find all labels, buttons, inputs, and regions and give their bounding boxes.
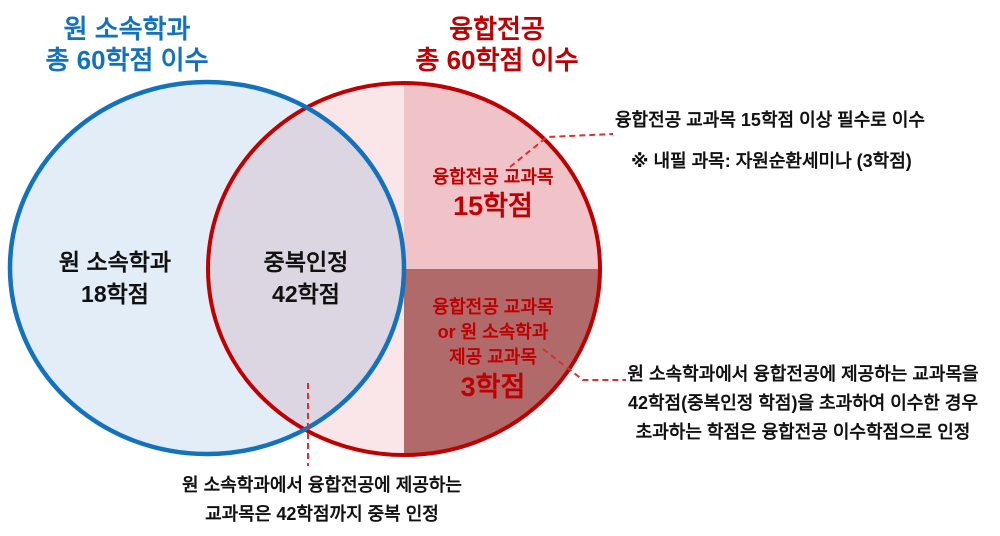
bottom-right-region-name-2: or 원 소속학과: [437, 322, 549, 342]
right-circle-outline: [206, 81, 602, 457]
bottom-right-region-label: 융합전공 교과목 or 원 소속학과 제공 교과목 3학점: [393, 295, 593, 404]
top-right-region-label: 융합전공 교과목 15학점: [393, 165, 593, 223]
annotation-bottom-center-line1: 원 소속학과에서 융합전공에 제공하는: [182, 475, 462, 495]
left-region-name: 원 소속학과: [58, 249, 172, 275]
callout-line-top-right: [509, 133, 614, 168]
bottom-right-region-name-3: 제공 교과목: [449, 347, 537, 367]
bottom-right-region-name-1: 융합전공 교과목: [432, 297, 554, 317]
callout-line-bottom-right: [542, 348, 626, 381]
annotation-bottom-right: 원 소속학과에서 융합전공에 제공하는 교과목을 42학점(중복인정 학점)을 …: [613, 360, 993, 447]
right-circle-title-line1: 융합전공: [449, 14, 545, 44]
overlap-region-name: 중복인정: [263, 249, 349, 275]
overlap-region-label: 중복인정 42학점: [206, 246, 406, 310]
annotation-bottom-right-line3: 초과하는 학점은 융합전공 이수학점으로 인정: [635, 422, 971, 442]
top-right-region-credits: 15학점: [453, 191, 533, 221]
bottom-right-region-credits: 3학점: [460, 372, 526, 402]
top-right-region-name: 융합전공 교과목: [432, 167, 554, 187]
right-circle-title: 융합전공 총 60학점 이수: [377, 14, 617, 76]
annotation-bottom-right-line1: 원 소속학과에서 융합전공에 제공하는 교과목을: [627, 364, 979, 384]
left-circle-title: 원 소속학과 총 60학점 이수: [0, 14, 254, 76]
overlap-region-fill: [208, 83, 404, 454]
annotation-bottom-right-line2: 42학점(중복인정 학점)을 초과하여 이수한 경우: [627, 393, 979, 413]
left-region-label: 원 소속학과 18학점: [15, 246, 215, 310]
annotation-top-right-line1: 융합전공 교과목 15학점 이상 필수로 이수: [615, 110, 925, 130]
annotation-bottom-center: 원 소속학과에서 융합전공에 제공하는 교과목은 42학점까지 중복 인정: [172, 471, 472, 529]
left-circle-outline: [7, 79, 407, 457]
left-circle-title-line1: 원 소속학과: [63, 14, 191, 44]
overlap-region-credits: 42학점: [272, 281, 340, 307]
annotation-bottom-center-line2: 교과목은 42학점까지 중복 인정: [205, 504, 439, 524]
left-region-credits: 18학점: [81, 281, 149, 307]
right-circle-title-line2: 총 60학점 이수: [415, 45, 579, 75]
annotation-top-right-line2: ※ 내필 과목: 자원순환세미나 (3학점): [631, 151, 912, 171]
left-circle-title-line2: 총 60학점 이수: [45, 45, 209, 75]
